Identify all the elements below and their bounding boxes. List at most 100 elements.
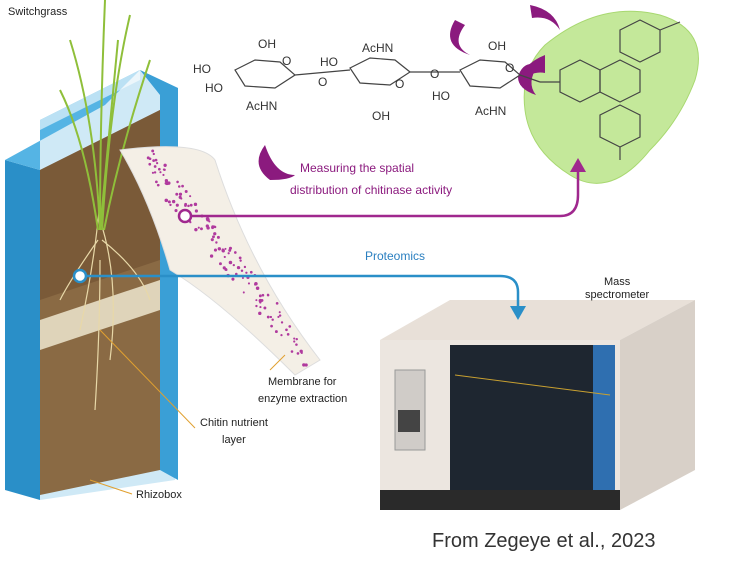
membrane-dot — [193, 202, 198, 207]
membrane-dot — [180, 197, 183, 200]
membrane-dot — [228, 248, 232, 252]
label-measuring-2: distribution of chitinase activity — [290, 183, 453, 197]
membrane-dot — [213, 248, 217, 252]
membrane-dot — [228, 260, 233, 265]
membrane-dot — [239, 259, 242, 262]
membrane-dot — [152, 152, 155, 156]
svg-text:AcHN: AcHN — [475, 104, 506, 118]
svg-text:HO: HO — [205, 81, 223, 95]
label-chitin-1: Chitin nutrient — [200, 417, 268, 429]
svg-text:O: O — [430, 67, 439, 81]
membrane-dot — [258, 294, 262, 298]
membrane-dot — [221, 249, 225, 253]
membrane-dot — [212, 235, 215, 239]
svg-text:O: O — [505, 61, 514, 75]
membrane-dot — [245, 271, 248, 274]
membrane-dot — [238, 266, 241, 269]
membrane-dot — [153, 165, 157, 168]
svg-text:O: O — [318, 75, 327, 89]
membrane-dot — [242, 291, 245, 294]
membrane-dot — [169, 203, 172, 207]
membrane-dot — [286, 333, 290, 336]
membrane-dot — [205, 216, 210, 221]
svg-text:AcHN: AcHN — [362, 41, 393, 55]
membrane-dot — [258, 311, 262, 316]
proteomics-arrow — [72, 268, 526, 320]
membrane-dot — [146, 156, 150, 160]
membrane-dot — [215, 241, 218, 244]
membrane-dot — [171, 199, 176, 204]
spatial-distribution-arrow — [177, 158, 586, 224]
svg-text:HO: HO — [320, 55, 338, 69]
membrane-dot — [184, 202, 188, 206]
membrane-dot — [200, 227, 203, 231]
membrane-dot — [178, 192, 183, 196]
membrane-dot — [151, 171, 155, 174]
membrane-dot — [295, 343, 298, 346]
membrane-dot — [151, 149, 155, 153]
mass-spectrometer — [380, 300, 695, 510]
svg-text:O: O — [395, 77, 404, 91]
membrane-dot — [194, 209, 198, 213]
switchgrass-plant — [59, 0, 151, 231]
membrane-dot — [155, 180, 158, 184]
membrane-dot — [167, 181, 171, 185]
membrane-dot — [197, 226, 200, 229]
membrane-dot — [210, 238, 214, 242]
membrane-dot — [290, 350, 294, 353]
membrane-dot — [184, 190, 188, 193]
membrane-dot — [164, 181, 168, 185]
membrane-dot — [269, 315, 273, 319]
membrane-dot — [159, 171, 162, 174]
svg-text:OH: OH — [488, 39, 506, 53]
label-measuring-1: Measuring the spatial — [300, 161, 415, 175]
membrane-dot — [296, 352, 300, 355]
membrane-dot — [175, 203, 179, 207]
label-mass: Mass — [604, 276, 631, 288]
svg-text:OH: OH — [258, 37, 276, 51]
membrane-dot — [189, 195, 192, 198]
membrane-dot — [249, 270, 253, 274]
membrane-dot — [164, 179, 169, 183]
membrane-dot — [148, 162, 152, 166]
svg-text:HO: HO — [193, 62, 211, 76]
membrane-dot — [274, 330, 278, 334]
membrane-dot — [255, 286, 260, 291]
membrane-dot — [175, 192, 179, 196]
membrane-dot — [255, 304, 258, 308]
label-chitin-2: layer — [222, 434, 246, 446]
membrane-dot — [259, 306, 262, 309]
membrane-dot — [209, 254, 214, 258]
membrane-dot — [218, 262, 222, 266]
membrane-dot — [224, 247, 227, 250]
fluorophore-blob — [523, 10, 699, 184]
label-spectrometer: spectrometer — [585, 289, 650, 301]
membrane-dot — [174, 209, 178, 213]
membrane-dot — [216, 235, 220, 239]
membrane-dot — [302, 363, 306, 367]
label-proteomics: Proteomics — [365, 249, 426, 263]
membrane-dot — [260, 298, 264, 302]
membrane-dot — [243, 265, 247, 269]
membrane-dot — [304, 363, 308, 367]
membrane-dot — [295, 337, 298, 341]
membrane-dot — [247, 282, 251, 285]
membrane-dot — [158, 167, 161, 171]
membrane-dot — [254, 283, 257, 286]
membrane-dot — [277, 315, 280, 319]
membrane-dot — [278, 311, 281, 314]
membrane-dot — [266, 293, 270, 297]
membrane-dot — [153, 171, 157, 174]
membrane-dot — [163, 168, 166, 171]
svg-text:OH: OH — [372, 109, 390, 123]
membrane-dot — [266, 315, 270, 319]
membrane-dot — [213, 232, 217, 236]
membrane-dot — [156, 183, 160, 187]
membrane-dot — [176, 180, 179, 184]
membrane-dot — [293, 337, 296, 340]
membrane-dot — [162, 173, 165, 177]
membrane-dot — [156, 162, 159, 165]
membrane-dot — [278, 314, 282, 317]
